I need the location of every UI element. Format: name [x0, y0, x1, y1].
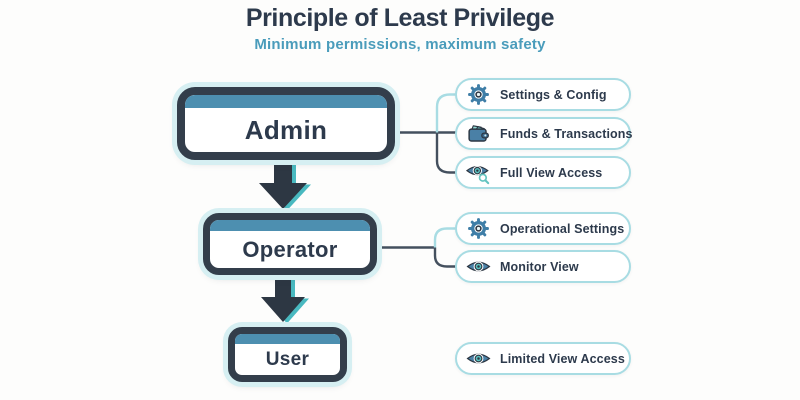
operator-connector — [377, 227, 458, 268]
page-title: Principle of Least Privilege — [245, 4, 555, 32]
permission-pill-funds-transactions: Funds & Transactions — [455, 117, 633, 150]
eye-icon — [466, 346, 491, 371]
permission-label: Limited View Access — [500, 351, 625, 366]
arrow-down-icon — [261, 272, 309, 324]
admin-connector — [395, 93, 458, 174]
role-name-admin: Admin — [244, 114, 328, 145]
page-subtitle: Minimum permissions, maximum safety — [254, 36, 546, 53]
permission-pill-monitor-view: Monitor View — [455, 250, 631, 283]
gear-icon — [466, 216, 491, 241]
permission-label: Full View Access — [500, 165, 603, 180]
gear-icon — [466, 82, 491, 107]
permission-label: Funds & Transactions — [500, 126, 633, 141]
role-box-user: User — [228, 327, 347, 382]
role-box-header-strip — [235, 334, 340, 344]
permission-pill-full-view-access: Full View Access — [455, 156, 631, 189]
role-box-header-strip — [210, 220, 370, 231]
arrow-down-icon — [259, 159, 311, 211]
role-box-operator: Operator — [203, 213, 377, 275]
role-box-header-strip — [185, 95, 387, 108]
eye-magnifier-icon — [466, 160, 491, 185]
role-box-admin: Admin — [177, 87, 395, 160]
eye-icon — [466, 254, 491, 279]
permission-label: Operational Settings — [500, 221, 625, 236]
permission-pill-operational-settings: Operational Settings — [455, 212, 631, 245]
permission-pill-limited-view-access: Limited View Access — [455, 342, 631, 375]
permission-label: Settings & Config — [500, 87, 607, 102]
permission-label: Monitor View — [500, 259, 579, 274]
wallet-icon — [466, 121, 491, 146]
permission-pill-settings-config: Settings & Config — [455, 78, 631, 111]
role-name-operator: Operator — [242, 236, 338, 262]
role-name-user: User — [265, 348, 310, 370]
